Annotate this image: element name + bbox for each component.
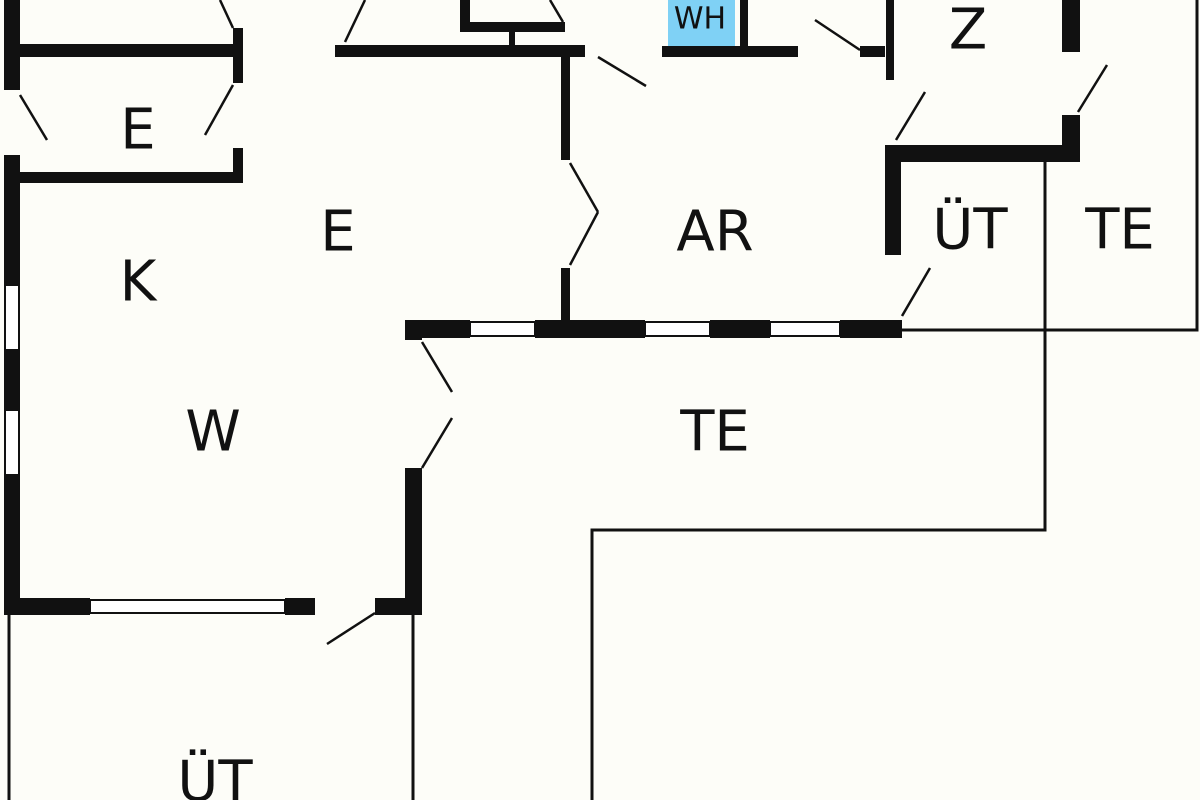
windows: [4, 284, 841, 614]
wh-box: [668, 0, 735, 46]
room-label-wh: WH: [673, 1, 727, 37]
terrace-outlines: [7, 0, 1199, 800]
room-label-w: W: [185, 399, 241, 465]
room-label-k: K: [119, 249, 157, 315]
walls: [4, 0, 1080, 615]
room-label-ar: AR: [676, 199, 754, 265]
room-label-z: Z: [948, 0, 988, 63]
room-label-te-right: TE: [1085, 197, 1155, 263]
room-label-te-main: TE: [680, 399, 750, 465]
room-label-e-upper: E: [120, 97, 156, 163]
room-label-ut-bottom: ÜT: [177, 749, 253, 800]
door-swings: [18, 0, 1109, 646]
room-label-e-hall: E: [320, 199, 356, 265]
room-label-ut-right: ÜT: [932, 197, 1008, 263]
